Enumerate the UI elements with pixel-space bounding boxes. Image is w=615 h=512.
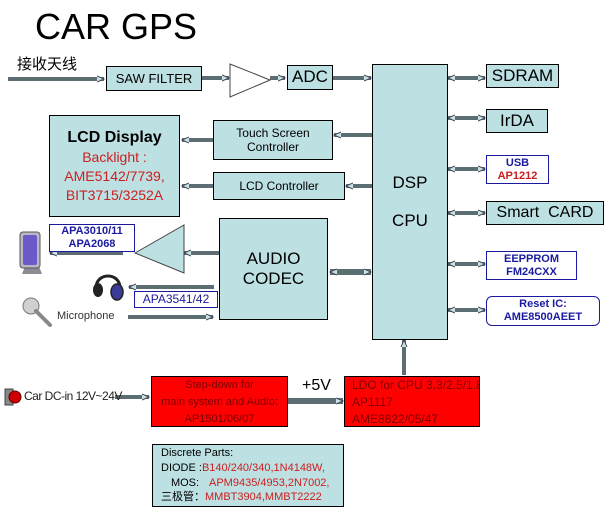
dsp-cpu-block: DSP CPU xyxy=(372,64,448,340)
headphone-amp-part-box: APA3541/42 xyxy=(134,291,218,308)
reset-ic-label: Reset IC: xyxy=(519,298,567,311)
reset-ic-part-number: AME8500AEET xyxy=(503,311,583,323)
speaker-amp-part-2: APA2068 xyxy=(68,238,116,250)
adc-block: ADC xyxy=(287,65,333,90)
ldo-line1: LDO for CPU 3.3/2.5/1.8 xyxy=(352,378,480,392)
lcd-display-title: LCD Display xyxy=(67,128,162,146)
lcd-controller-block: LCD Controller xyxy=(213,172,345,200)
discrete-row-diode: DIODE :B140/240/340,1N4148W, xyxy=(161,461,325,476)
speaker-amp-part-box: APA3010/11 APA2068 xyxy=(49,224,135,252)
car-dc-in-icon xyxy=(4,386,22,408)
audio-codec-label-line2: CODEC xyxy=(242,269,305,288)
sdram-block: SDRAM xyxy=(486,64,559,88)
dsp-label: DSP xyxy=(392,172,428,192)
usb-part-number: AP1212 xyxy=(497,169,538,182)
plus-5v-label: +5V xyxy=(302,377,331,394)
sdram-label: SDRAM xyxy=(491,65,554,85)
discrete-parts-heading: Discrete Parts: xyxy=(161,447,234,460)
usb-label: USB xyxy=(505,156,530,169)
discrete-row-transistor: 三极管：MMBT3904,MMBT2222 xyxy=(161,490,322,505)
mos-parts: APM9435/4953,2N7002, xyxy=(209,476,330,489)
touch-screen-controller-block: Touch Screen Controller xyxy=(213,120,333,160)
speaker-icon xyxy=(16,230,44,276)
lcd-display-block: LCD Display Backlight : AME5142/7739, BI… xyxy=(49,115,180,217)
saw-filter-label: SAW FILTER xyxy=(115,70,193,86)
lcd-backlight-parts-1: AME5142/7739, xyxy=(64,168,165,185)
speaker-amp-part-1: APA3010/11 xyxy=(61,225,123,238)
transistor-label: 三极管： xyxy=(161,490,205,504)
eeprom-label: EEPPROM xyxy=(503,252,559,265)
headphone-icon xyxy=(90,268,126,302)
diode-parts: B140/240/340,1N4148W, xyxy=(201,461,325,474)
mos-label: MOS: xyxy=(170,476,200,489)
irda-block: IrDA xyxy=(486,109,548,133)
touch-screen-label-line1: Touch Screen xyxy=(236,125,310,140)
step-down-line2: main system and Audio: xyxy=(161,396,278,409)
step-down-part-number: AP1501/06/07 xyxy=(184,413,255,426)
speaker-amplifier-symbol xyxy=(133,224,185,274)
ldo-part-2: AME8822/05/47 xyxy=(352,411,439,426)
adc-label: ADC xyxy=(292,67,328,87)
diode-label: DIODE : xyxy=(161,461,202,474)
eeprom-part-number: FM24CXX xyxy=(506,265,557,278)
microphone-label: Microphone xyxy=(57,310,115,322)
discrete-row-mos: MOS: APM9435/4953,2N7002, xyxy=(161,476,330,491)
lcd-backlight-parts-2: BIT3715/3252A xyxy=(65,187,164,204)
reset-ic-block: Reset IC: AME8500AEET xyxy=(486,296,600,326)
step-down-block: Step-down for main system and Audio: AP1… xyxy=(151,376,288,427)
audio-codec-block: AUDIO CODEC xyxy=(219,218,328,320)
lcd-controller-label: LCD Controller xyxy=(239,178,319,193)
discrete-parts-block: Discrete Parts: DIODE :B140/240/340,1N41… xyxy=(152,444,344,507)
touch-screen-label-line2: Controller xyxy=(246,140,300,154)
audio-codec-label-line1: AUDIO xyxy=(246,248,301,268)
saw-filter-block: SAW FILTER xyxy=(106,66,202,91)
transistor-parts: MMBT3904,MMBT2222 xyxy=(205,491,322,504)
antenna-label: 接收天线 xyxy=(17,55,78,73)
ldo-part-1: AP1117 xyxy=(352,394,393,409)
cpu-label: CPU xyxy=(392,211,428,230)
car-dc-in-label: Car DC-in 12V~24V xyxy=(24,389,122,403)
usb-block: USB AP1212 xyxy=(486,155,549,184)
headphone-amp-part: APA3541/42 xyxy=(142,291,210,306)
rf-amplifier-symbol xyxy=(229,63,272,98)
page-title: CAR GPS xyxy=(35,6,198,47)
step-down-line1: Step-down for xyxy=(185,379,254,391)
microphone-icon xyxy=(21,296,53,328)
smart-card-block: Smart CARD xyxy=(486,201,604,225)
eeprom-block: EEPPROM FM24CXX xyxy=(486,251,577,280)
smart-card-label: Smart CARD xyxy=(496,204,594,222)
lcd-backlight-label: Backlight : xyxy=(82,149,147,166)
irda-label: IrDA xyxy=(500,110,534,130)
ldo-block: LDO for CPU 3.3/2.5/1.8 AP1117 AME8822/0… xyxy=(344,376,480,427)
